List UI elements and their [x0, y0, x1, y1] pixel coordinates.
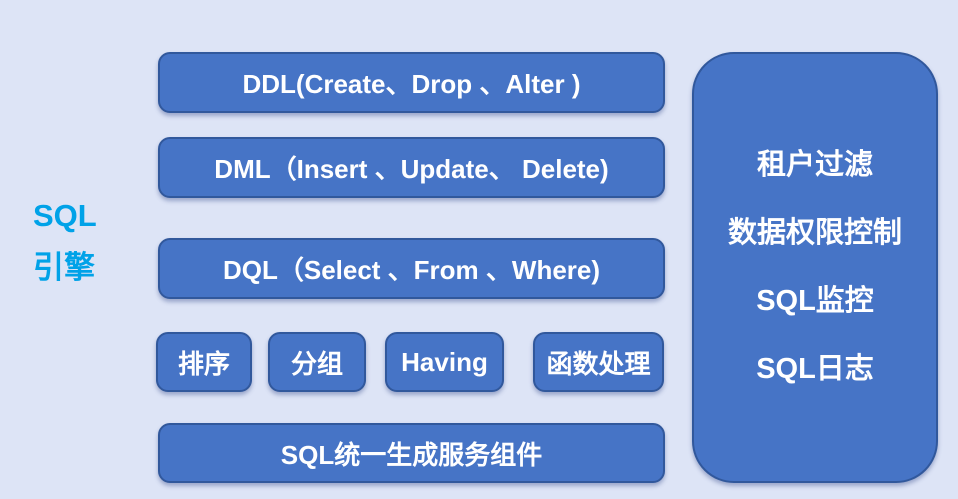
- dml-statement-box: DML（Insert 、Update、 Delete): [158, 137, 665, 198]
- panel-item-tenant-filter: 租户过滤: [756, 149, 873, 181]
- ddl-statement-label: DDL(Create、Drop 、Alter ): [242, 69, 581, 99]
- clause-box-group-label: 分组: [290, 348, 343, 379]
- clause-box-sort: 排序: [156, 332, 252, 392]
- sql-generation-service-box: SQL统一生成服务组件: [158, 423, 665, 483]
- clause-box-sort-label: 排序: [177, 348, 230, 379]
- side-capabilities-panel: 租户过滤 数据权限控制 SQL监控 SQL日志: [692, 52, 938, 483]
- panel-item-sql-log: SQL日志: [756, 353, 874, 385]
- dml-statement-label: DML（Insert 、Update、 Delete): [214, 154, 609, 184]
- dql-statement-label: DQL（Select 、From 、Where): [222, 255, 601, 285]
- clause-box-function: 函数处理: [533, 332, 664, 392]
- clause-box-having-label: Having: [401, 346, 488, 377]
- panel-item-sql-monitor: SQL监控: [756, 285, 874, 317]
- clause-box-group: 分组: [268, 332, 366, 392]
- engine-label-line1: SQL: [33, 198, 97, 233]
- clause-box-having: Having: [385, 332, 504, 392]
- dql-statement-box: DQL（Select 、From 、Where): [158, 238, 665, 299]
- clause-box-function-label: 函数处理: [546, 348, 651, 379]
- ddl-statement-box: DDL(Create、Drop 、Alter ): [158, 52, 665, 113]
- engine-label: SQL 引擎: [33, 190, 97, 294]
- panel-item-data-permission: 数据权限控制: [727, 217, 902, 249]
- sql-generation-service-label: SQL统一生成服务组件: [280, 439, 543, 470]
- engine-label-line2: 引擎: [33, 250, 95, 285]
